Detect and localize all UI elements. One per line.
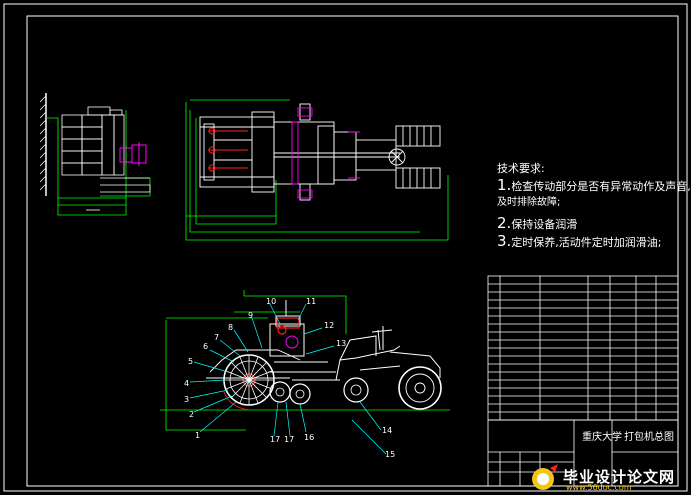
tech-note-3: 3.定时保养,活动件定时加润滑油; bbox=[497, 232, 662, 250]
part-label: 4 bbox=[184, 379, 189, 388]
part-number-labels: 1 2 3 4 5 6 7 8 9 10 11 12 13 14 15 16 1… bbox=[184, 297, 395, 459]
part-label: 9 bbox=[248, 311, 253, 320]
part-label: 13 bbox=[336, 339, 346, 348]
tech-notes-title: 技术要求: bbox=[497, 162, 545, 175]
tech-note-2-number: 2. bbox=[497, 214, 512, 232]
part-label: 2 bbox=[189, 410, 194, 419]
outer-border bbox=[3, 3, 688, 492]
tech-note-1-continued: 及时排除故障; bbox=[497, 197, 561, 208]
part-label: 7 bbox=[214, 333, 219, 342]
part-label: 10 bbox=[266, 297, 276, 306]
part-label: 17 bbox=[270, 435, 280, 444]
tech-note-1-text: 检查传动部分是否有异常动作及声音, bbox=[511, 180, 691, 193]
tech-note-3-number: 3. bbox=[497, 232, 512, 250]
tech-note-2: 2.保持设备润滑 bbox=[497, 214, 577, 232]
tech-note-1: 1.检查传动部分是否有异常动作及声音, bbox=[497, 176, 691, 194]
part-label: 12 bbox=[324, 321, 334, 330]
parts-list bbox=[487, 275, 679, 421]
title-block bbox=[487, 419, 679, 487]
left-view bbox=[39, 93, 151, 216]
part-label: 17 bbox=[284, 435, 294, 444]
title-block-org: 重庆大学 bbox=[582, 430, 622, 443]
tech-note-3-text: 定时保养,活动件定时加润滑油; bbox=[511, 236, 662, 249]
part-label: 5 bbox=[188, 357, 193, 366]
part-label: 8 bbox=[228, 323, 233, 332]
watermark-logo-icon bbox=[532, 464, 558, 490]
watermark-text: 毕业设计论文网 bbox=[563, 468, 676, 486]
part-label: 3 bbox=[184, 395, 189, 404]
plan-view bbox=[185, 99, 449, 241]
watermark-url: www.56doc.com bbox=[566, 483, 632, 492]
side-view bbox=[160, 290, 450, 455]
part-label: 1 bbox=[195, 431, 200, 440]
part-label: 6 bbox=[203, 342, 208, 351]
tech-note-1-number: 1. bbox=[497, 176, 512, 194]
part-label: 16 bbox=[304, 433, 314, 442]
title-block-drawing-name: 打包机总图 bbox=[624, 430, 674, 443]
tech-note-2-text: 保持设备润滑 bbox=[511, 218, 578, 231]
inner-border bbox=[26, 15, 679, 487]
title-block-text: 重庆大学 打包机总图 bbox=[582, 430, 674, 443]
part-label: 11 bbox=[306, 297, 316, 306]
part-label: 14 bbox=[382, 426, 392, 435]
part-label: 15 bbox=[385, 450, 395, 459]
